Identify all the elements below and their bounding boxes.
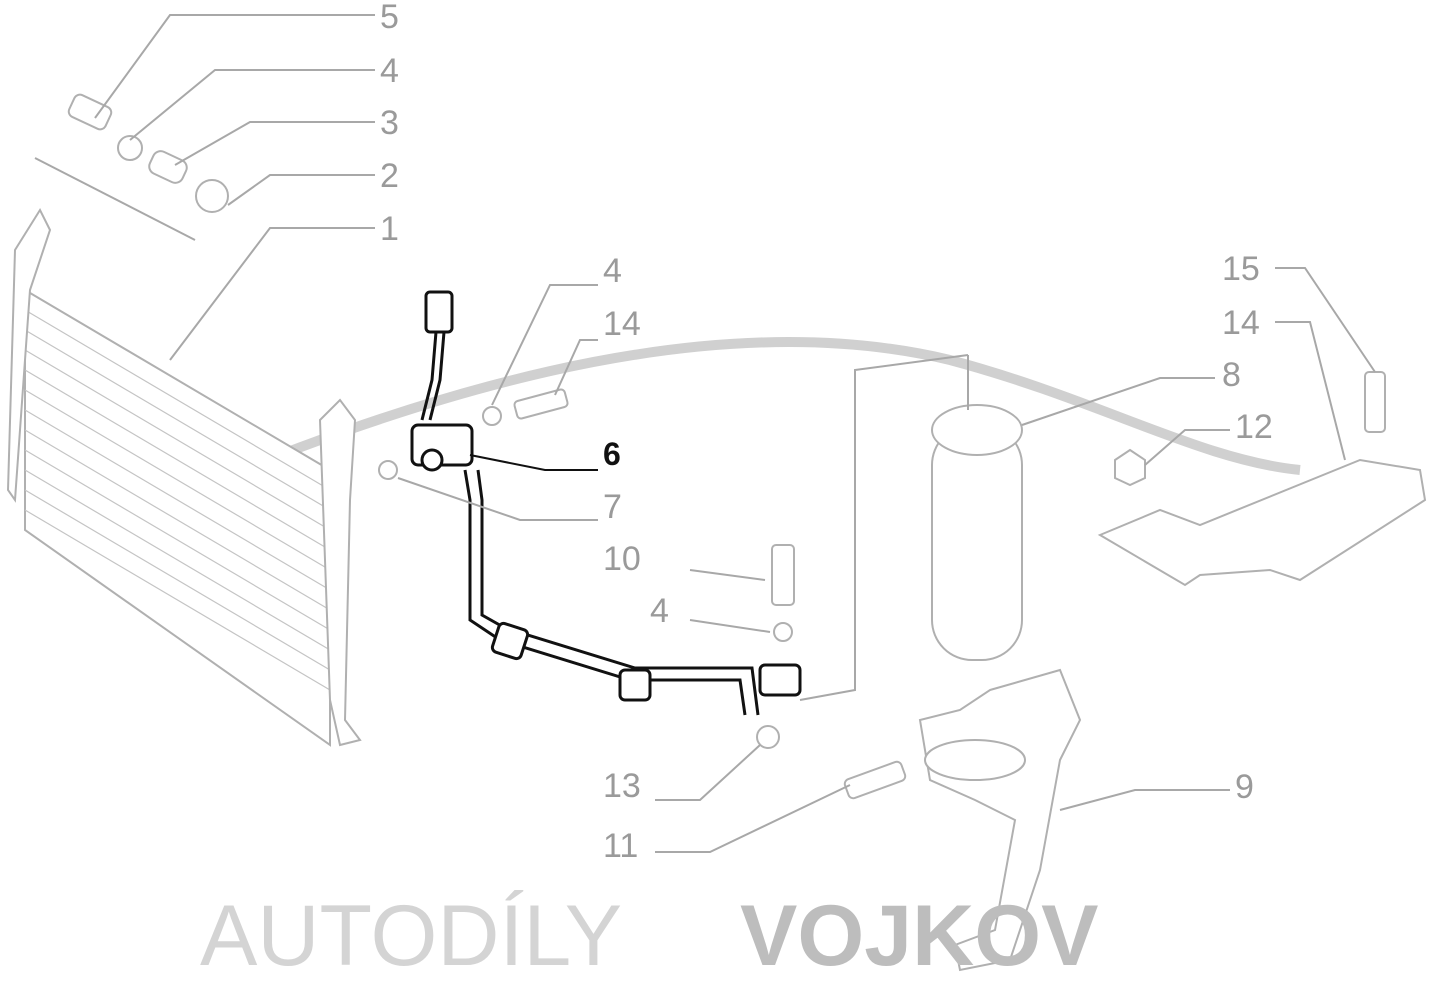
callout-7[interactable]: 7 <box>603 488 622 526</box>
callout-4[interactable]: 4 <box>380 52 399 90</box>
bolt-part-11 <box>843 760 907 800</box>
callout-10[interactable]: 10 <box>603 540 641 578</box>
callout-2[interactable]: 2 <box>380 157 399 195</box>
callout-4[interactable]: 4 <box>650 592 669 630</box>
callout-14[interactable]: 14 <box>1222 304 1260 342</box>
callout-15[interactable]: 15 <box>1222 250 1260 288</box>
watermark-bold: VOJKOV <box>740 888 1098 984</box>
bolt-part-10 <box>771 544 795 606</box>
callout-9[interactable]: 9 <box>1235 768 1254 806</box>
oring-part-7 <box>378 460 398 480</box>
plate-part-14 <box>1097 371 1427 587</box>
callout-5[interactable]: 5 <box>380 0 399 36</box>
washer-part-4b <box>773 622 793 642</box>
hose-part-6 <box>410 290 802 716</box>
drier-part-8 <box>799 354 1023 701</box>
callout-11[interactable]: 11 <box>603 827 638 865</box>
callout-4[interactable]: 4 <box>603 252 622 290</box>
callout-14[interactable]: 14 <box>603 305 641 343</box>
callout-6[interactable]: 6 <box>603 436 621 472</box>
callout-8[interactable]: 8 <box>1222 356 1241 394</box>
small-parts-2-5 <box>34 93 229 241</box>
leader-lines <box>94 14 1376 853</box>
callout-13[interactable]: 13 <box>603 767 641 805</box>
callout-1[interactable]: 1 <box>380 210 399 248</box>
washer-part-13 <box>756 725 780 749</box>
washer-part-4 <box>482 406 502 426</box>
callout-3[interactable]: 3 <box>380 104 399 142</box>
bolt-part-14 <box>513 388 569 420</box>
watermark-light: AUTODÍLY <box>200 888 622 984</box>
callout-12[interactable]: 12 <box>1235 408 1273 446</box>
bracket-part-9 <box>918 668 1082 972</box>
condenser-part-1 <box>6 207 362 747</box>
